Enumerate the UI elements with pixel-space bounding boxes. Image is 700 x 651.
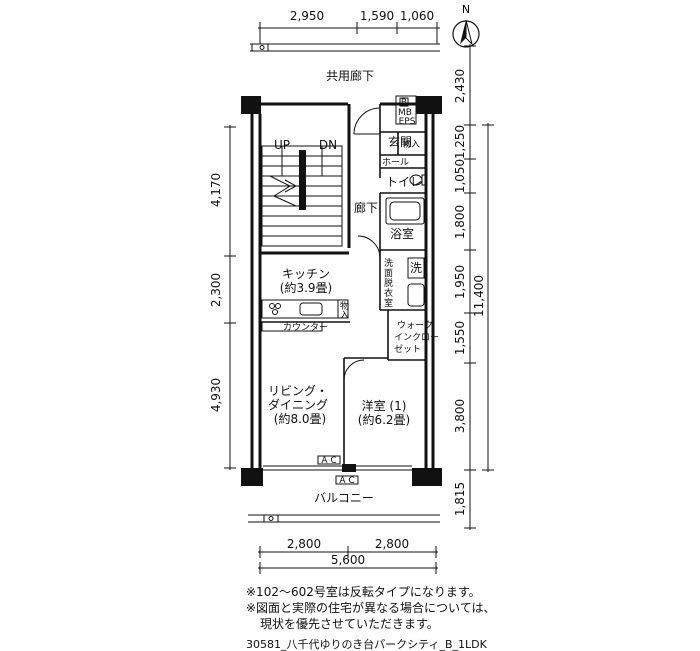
kitchen-size-label: (約3.9畳) xyxy=(280,280,332,295)
western-size-label: (約6.2畳) xyxy=(358,412,410,427)
dim-left-2: 2,300 xyxy=(209,273,223,307)
dim-right-total: 11,400 xyxy=(472,275,486,317)
dim-top-1: 2,950 xyxy=(290,9,324,23)
common-corridor-label: 共用廊下 xyxy=(326,68,374,83)
north-label: N xyxy=(462,3,470,16)
b-label: B xyxy=(401,98,407,108)
dim-bottom-total: 5,600 xyxy=(331,553,365,567)
dressing-char-3: 脱 xyxy=(384,277,393,289)
washbasin-icon xyxy=(407,283,425,307)
wic-line-3: ゼット xyxy=(394,343,421,355)
dim-bottom-2: 2,800 xyxy=(375,537,409,551)
ac-label-balcony: A C xyxy=(339,476,354,486)
small-storage-char-2: 入 xyxy=(340,310,349,321)
toilet-label: トイレ xyxy=(386,175,422,189)
note-line-1: ※102～602号室は反転タイプになります。 xyxy=(246,585,481,599)
washer-icon xyxy=(407,257,425,279)
dim-bottom-1: 2,800 xyxy=(287,537,321,551)
north-arrow-icon xyxy=(452,19,480,48)
stair-handrail xyxy=(299,150,306,210)
living-line-1: リビング・ xyxy=(268,384,328,398)
dressing-char-5: 室 xyxy=(384,297,393,309)
bathtub-icon xyxy=(385,197,425,225)
ac-unit-living xyxy=(317,455,341,465)
dim-right-6: 1,550 xyxy=(453,321,467,355)
hallway-label: 廊下 xyxy=(354,200,378,215)
washer-label: 洗 xyxy=(410,261,422,275)
storage-label: 物入 xyxy=(402,138,420,150)
toilet-icon xyxy=(409,174,427,186)
entrance-label: 玄関 xyxy=(388,134,412,149)
balcony-railing xyxy=(248,514,440,523)
living-line-2: ダイニング xyxy=(268,397,328,412)
note-line-3: 現状を優先させていただきます。 xyxy=(260,617,439,631)
counter-box xyxy=(261,321,323,332)
small-storage-char-1: 物 xyxy=(340,300,349,312)
kitchen-label: キッチン xyxy=(282,267,330,281)
walls xyxy=(241,96,442,486)
dim-right-8: 1,815 xyxy=(453,482,467,516)
dim-right-1: 2,430 xyxy=(453,69,467,103)
stairs-up-label: UP xyxy=(274,138,290,152)
dim-top-3: 1,060 xyxy=(400,9,434,23)
dim-right-7: 3,800 xyxy=(453,399,467,433)
dim-right-2: 1,250 xyxy=(453,125,467,159)
hall-label: ホール xyxy=(382,157,409,168)
eps-label: EPS xyxy=(399,117,416,127)
stairs-down-label: DN xyxy=(319,138,337,152)
window-mullion xyxy=(342,464,356,472)
mb-eps-box xyxy=(395,95,417,125)
dim-top-2: 1,590 xyxy=(360,9,394,23)
kitchen-counter xyxy=(261,299,349,319)
window-sash xyxy=(263,465,412,471)
living-line-3: (約8.0畳) xyxy=(274,411,326,426)
dim-right-4: 1,800 xyxy=(453,205,467,239)
ac-unit-balcony xyxy=(335,475,359,485)
dressing-char-1: 洗 xyxy=(384,257,393,269)
footer-caption: 30581_八千代ゆりのき台パークシティ_B_1LDK xyxy=(246,638,487,651)
dim-left-3: 4,930 xyxy=(209,378,223,412)
balcony-label: バルコニー xyxy=(314,491,374,505)
western-label: 洋室 (1) xyxy=(362,398,407,413)
door-swings xyxy=(343,107,381,381)
dressing-char-2: 面 xyxy=(384,268,393,279)
dim-right-3: 1,050 xyxy=(453,159,467,193)
dim-right-5: 1,950 xyxy=(453,265,467,299)
wic-line-2: インクロー xyxy=(394,332,439,343)
counter-label: カウンター xyxy=(283,322,328,333)
note-line-2: ※図面と実際の住宅が異なる場合については、 xyxy=(246,601,496,615)
dimension-lines xyxy=(224,22,494,574)
corridor-railing xyxy=(250,43,440,52)
dressing-char-4: 衣 xyxy=(384,287,393,299)
wic-line-1: ウォーク xyxy=(397,320,433,331)
dim-left-1: 4,170 xyxy=(209,173,223,207)
ac-label-living: A C xyxy=(321,456,336,466)
mb-label: MB xyxy=(398,108,412,118)
bath-label: 浴室 xyxy=(390,226,414,241)
wall-lines xyxy=(250,102,435,468)
